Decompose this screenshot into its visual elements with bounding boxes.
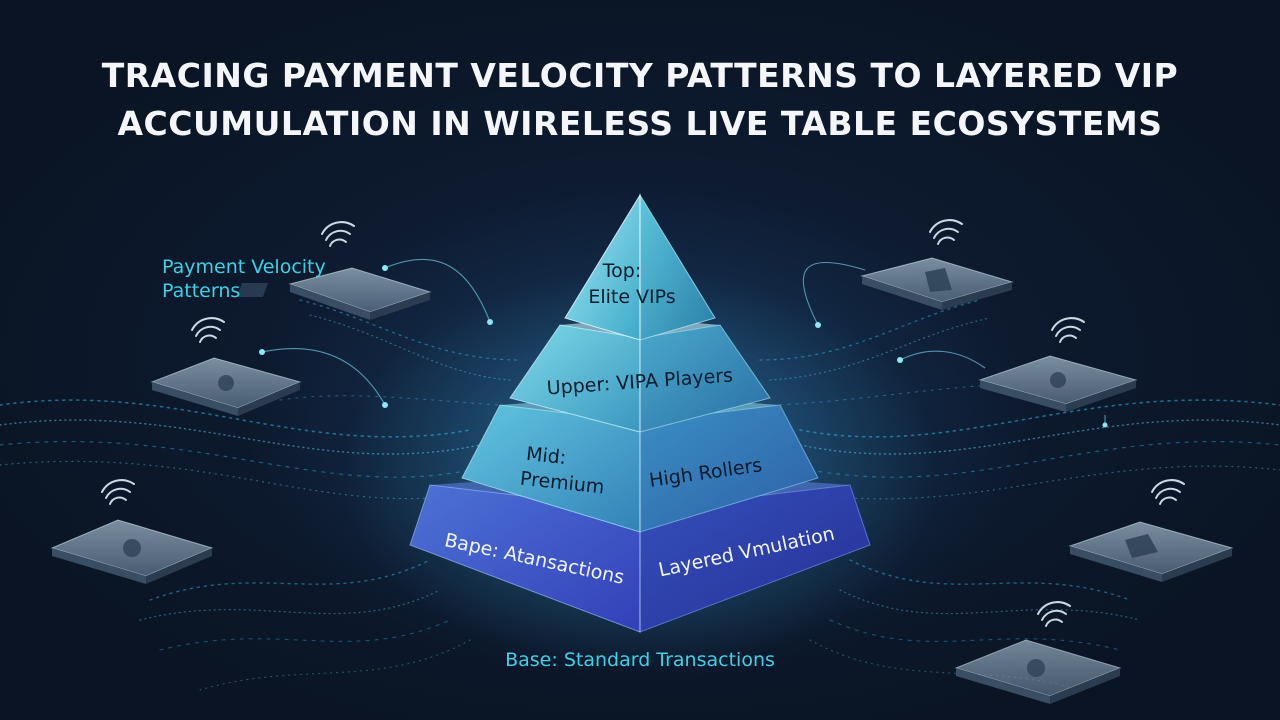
wifi-signal-icon xyxy=(321,221,355,247)
wireless-terminal-icon xyxy=(1068,521,1234,582)
wifi-signal-icon xyxy=(929,219,963,245)
wireless-terminal-icon xyxy=(236,267,432,320)
wireless-terminal-icon xyxy=(860,257,1014,310)
top-tier-label-line1: Top: xyxy=(602,260,641,282)
wifi-signal-icon xyxy=(101,479,135,505)
wifi-signal-icon xyxy=(1037,601,1071,627)
pyramid-tier-upper xyxy=(509,318,771,433)
mid-tier-label-left-line1: Mid: xyxy=(525,443,567,469)
wireless-terminal-icon xyxy=(150,357,302,416)
title-line-1: TRACING PAYMENT VELOCITY PATTERNS TO LAY… xyxy=(101,56,1179,95)
title-line-2: ACCUMULATION IN WIRELESS LIVE TABLE ECOS… xyxy=(117,104,1163,143)
pyramid-tier-top xyxy=(564,193,716,341)
diagram-title: TRACING PAYMENT VELOCITY PATTERNS TO LAY… xyxy=(0,52,1280,148)
payment-velocity-caption-line1: Payment Velocity xyxy=(162,256,326,278)
wireless-terminal-icon xyxy=(954,639,1122,704)
payment-velocity-caption: Payment Velocity Patterns xyxy=(162,255,326,303)
payment-velocity-caption-line2: Patterns xyxy=(162,280,241,302)
wifi-signal-icon xyxy=(1051,317,1085,343)
base-caption: Base: Standard Transactions xyxy=(505,649,775,671)
wireless-terminal-icon xyxy=(50,519,214,584)
wireless-terminal-icon xyxy=(978,355,1138,412)
wifi-signal-icon xyxy=(191,317,225,343)
wifi-signal-icon xyxy=(1151,479,1185,505)
top-tier-label-line2: Elite VIPs xyxy=(588,286,675,308)
